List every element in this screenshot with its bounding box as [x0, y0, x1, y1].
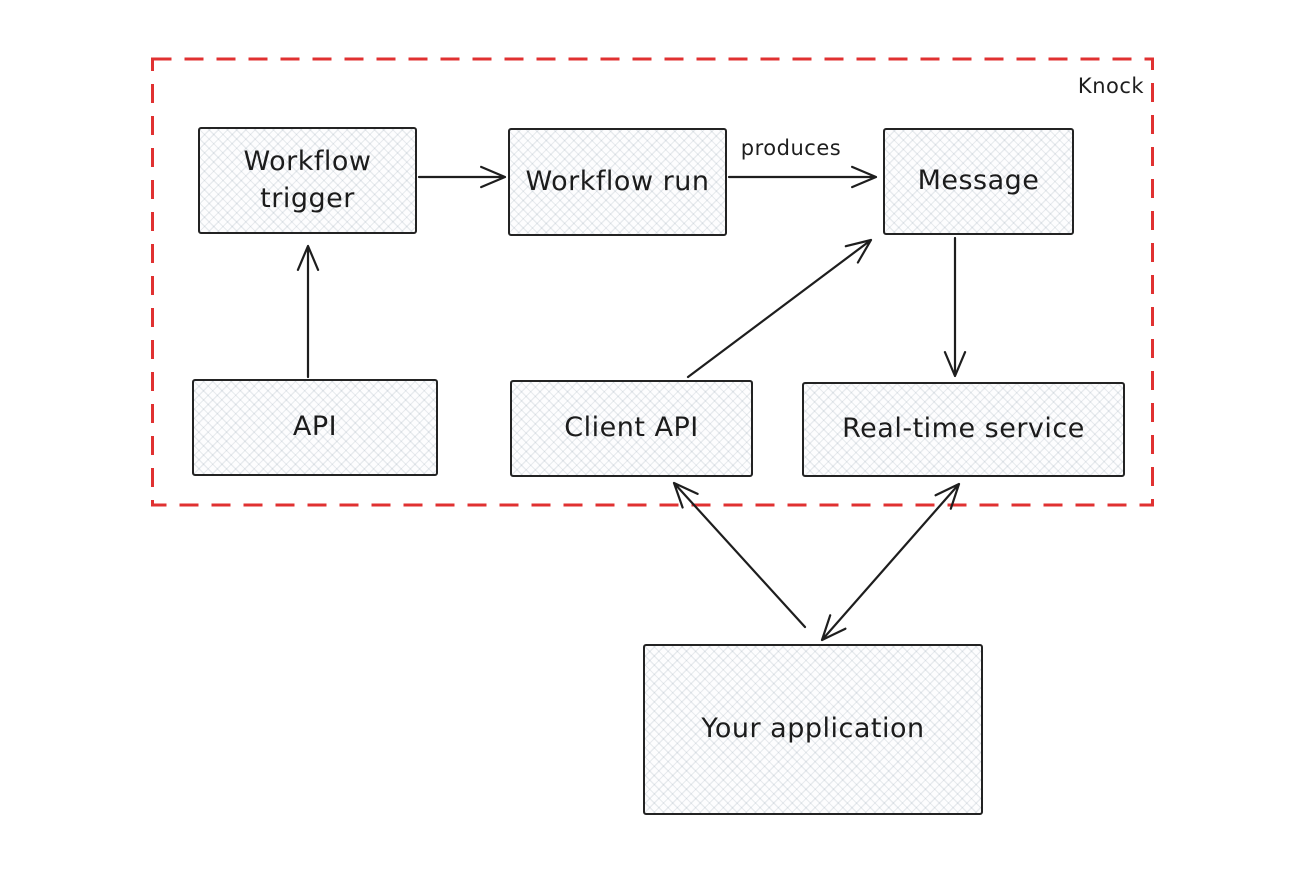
edge-label-produces: produces [740, 136, 842, 160]
node-api-label: API [292, 411, 338, 443]
arrow-api-to-workflow-trigger [296, 244, 320, 379]
arrow-message-to-real-time-service [943, 236, 967, 378]
node-message: Message [883, 128, 1074, 235]
node-workflow-run: Workflow run [508, 128, 727, 236]
node-client-api: Client API [510, 380, 753, 477]
boundary-label-knock: Knock [1077, 74, 1145, 98]
node-message-label: Message [917, 165, 1040, 197]
node-real-time-service-label: Real-time service [842, 413, 1085, 445]
node-workflow-trigger-label: Workflow trigger [243, 146, 372, 214]
node-your-application: Your application [643, 644, 983, 815]
arrow-workflow-trigger-to-workflow-run [417, 165, 507, 189]
node-client-api-label: Client API [564, 412, 699, 444]
arrow-client-api-to-message [686, 238, 873, 379]
arrow-workflow-run-to-message [727, 165, 878, 189]
arrow-your-application-to-real-time-service [820, 482, 961, 642]
arrow-your-application-to-client-api [672, 481, 807, 629]
node-workflow-trigger: Workflow trigger [198, 127, 417, 234]
node-api: API [192, 379, 438, 476]
node-workflow-run-label: Workflow run [525, 165, 710, 197]
node-your-application-label: Your application [701, 713, 925, 745]
node-real-time-service: Real-time service [802, 382, 1125, 477]
